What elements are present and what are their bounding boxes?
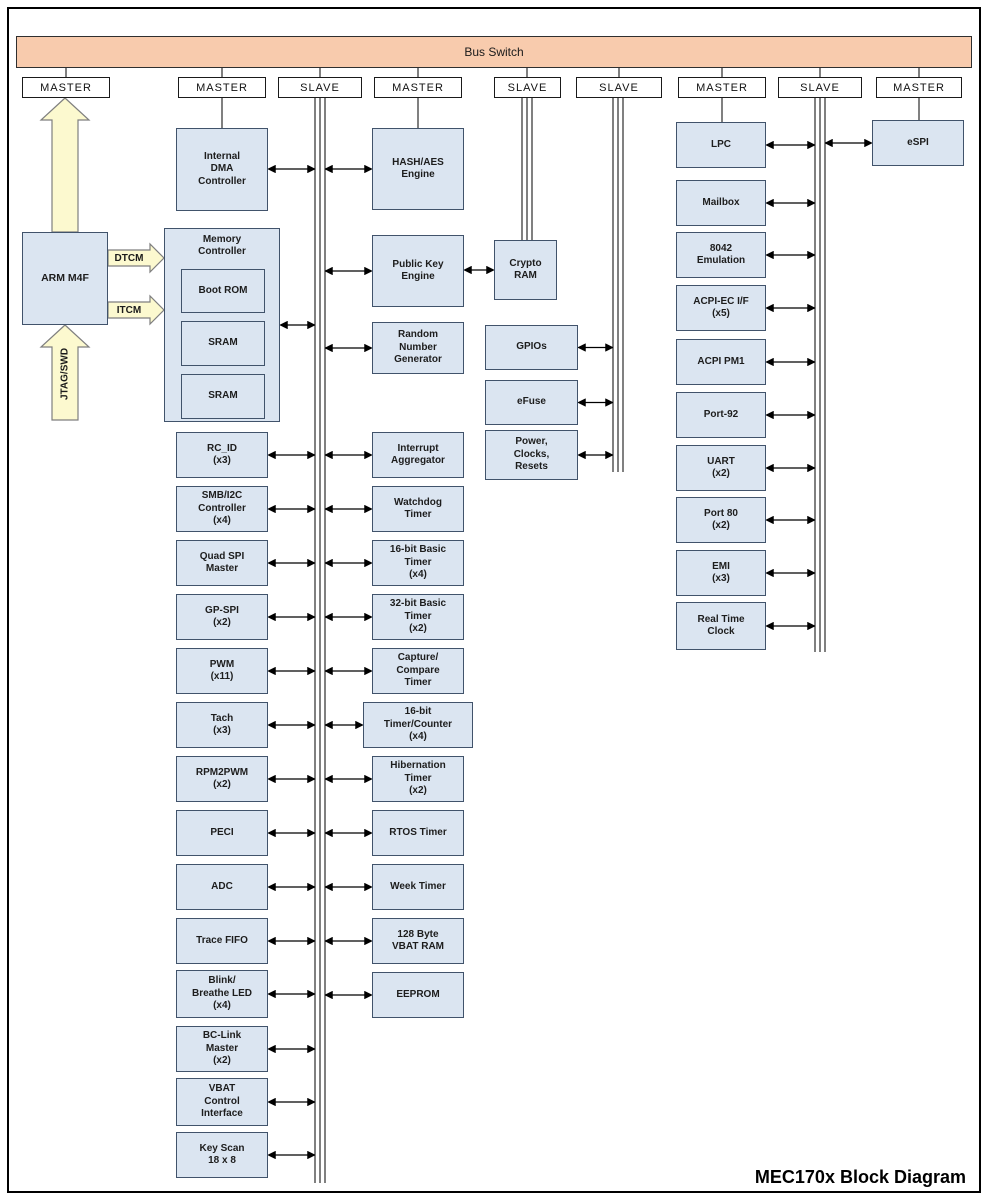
block-rc-id: RC_ID (x3): [176, 432, 268, 478]
block-efuse: eFuse: [485, 380, 578, 425]
port-master-2: MASTER: [178, 77, 266, 98]
block-interrupt: Interrupt Aggregator: [372, 432, 464, 478]
block-tach: Tach (x3): [176, 702, 268, 748]
block-smb-i2c: SMB/I2C Controller (x4): [176, 486, 268, 532]
block-hibernation: Hibernation Timer (x2): [372, 756, 464, 802]
block-week-timer: Week Timer: [372, 864, 464, 910]
diagram-title: MEC170x Block Diagram: [754, 1167, 966, 1187]
block-adc: ADC: [176, 864, 268, 910]
block-public-key: Public Key Engine: [372, 235, 464, 307]
block-128-byte: 128 Byte VBAT RAM: [372, 918, 464, 964]
block-key-scan: Key Scan 18 x 8: [176, 1132, 268, 1178]
block-watchdog: Watchdog Timer: [372, 486, 464, 532]
port-master-7: MASTER: [678, 77, 766, 98]
block-capture: Capture/ Compare Timer: [372, 648, 464, 694]
block-blink: Blink/ Breathe LED (x4): [176, 970, 268, 1018]
block-crypto: Crypto RAM: [494, 240, 557, 300]
block-hash-aes: HASH/AES Engine: [372, 128, 464, 210]
block-arm-m4f: ARM M4F: [22, 232, 108, 325]
block-port-80: Port 80 (x2): [676, 497, 766, 543]
block-boot-rom: Boot ROM: [181, 269, 265, 313]
block-mailbox: Mailbox: [676, 180, 766, 226]
block-rpm2pwm: RPM2PWM (x2): [176, 756, 268, 802]
block-power: Power, Clocks, Resets: [485, 430, 578, 480]
block-pwm: PWM (x11): [176, 648, 268, 694]
block-16-bit-basic: 16-bit Basic Timer (x4): [372, 540, 464, 586]
diagram-frame: [7, 7, 981, 1193]
block-emi: EMI (x3): [676, 550, 766, 596]
port-slave-8: SLAVE: [778, 77, 862, 98]
block-lpc: LPC: [676, 122, 766, 168]
block-internal: Internal DMA Controller: [176, 128, 268, 211]
block-32-bit-basic: 32-bit Basic Timer (x2): [372, 594, 464, 640]
block-bc-link: BC-Link Master (x2): [176, 1026, 268, 1072]
dtcm-label: DTCM: [114, 252, 144, 264]
port-slave-3: SLAVE: [278, 77, 362, 98]
block-sram-2: SRAM: [181, 374, 265, 419]
port-master-9: MASTER: [876, 77, 962, 98]
block-rtos-timer: RTOS Timer: [372, 810, 464, 856]
itcm-label: ITCM: [116, 304, 142, 316]
port-slave-6: SLAVE: [576, 77, 662, 98]
bus-switch-bar: Bus Switch: [16, 36, 972, 68]
port-master-4: MASTER: [374, 77, 462, 98]
block-acpi-pm1: ACPI PM1: [676, 339, 766, 385]
block-8042: 8042 Emulation: [676, 232, 766, 278]
block-uart: UART (x2): [676, 445, 766, 491]
block-gp-spi: GP-SPI (x2): [176, 594, 268, 640]
jtag-swd-label: JTAG/SWD: [59, 347, 71, 401]
block-sram-1: SRAM: [181, 321, 265, 366]
block-trace-fifo: Trace FIFO: [176, 918, 268, 964]
port-slave-5: SLAVE: [494, 77, 561, 98]
block-acpi-ec-i-f: ACPI-EC I/F (x5): [676, 285, 766, 331]
block-espi: eSPI: [872, 120, 964, 166]
block-vbat: VBAT Control Interface: [176, 1078, 268, 1126]
memory-controller-label: Memory Controller: [198, 234, 246, 257]
block-quad-spi: Quad SPI Master: [176, 540, 268, 586]
block-peci: PECI: [176, 810, 268, 856]
block-eeprom: EEPROM: [372, 972, 464, 1018]
block-16-bit: 16-bit Timer/Counter (x4): [363, 702, 473, 748]
block-real-time: Real Time Clock: [676, 602, 766, 650]
block-random: Random Number Generator: [372, 322, 464, 374]
port-master-1: MASTER: [22, 77, 110, 98]
block-gpios: GPIOs: [485, 325, 578, 370]
block-memory-controller: Memory Controller Boot ROM SRAM SRAM: [164, 228, 280, 422]
block-port-92: Port-92: [676, 392, 766, 438]
